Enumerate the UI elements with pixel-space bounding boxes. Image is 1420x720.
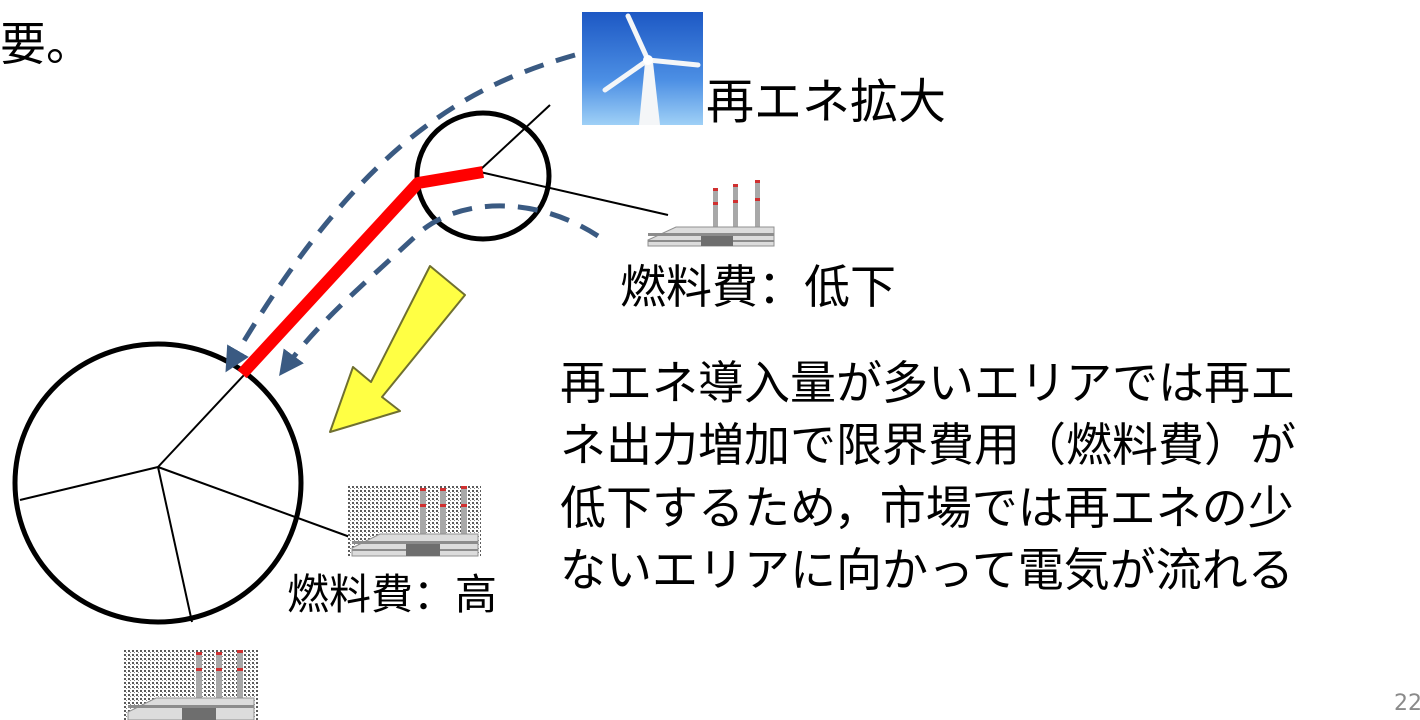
explanation-line: ネ出力増加で限界費用（燃料費）が <box>560 418 1296 473</box>
renewable-expansion-label: 再エネ拡大 <box>706 74 947 130</box>
fuel-cost-low-label: 燃料費：低下 <box>620 260 896 314</box>
low-renewable-area-circle <box>12 341 304 625</box>
explanation-line: 低下するため，市場では再エネの少 <box>560 480 1294 535</box>
power-plant-icon <box>647 180 775 247</box>
slide-text-fragment: 要。 <box>0 17 92 71</box>
large-area-line-right <box>157 466 351 538</box>
large-area-line-bottom <box>157 466 193 623</box>
large-area-line-left <box>19 466 159 501</box>
renewable-area-circle <box>414 110 552 242</box>
interconnector-line <box>237 166 485 379</box>
explanation-line: 再エネ導入量が多いエリアでは再エ <box>560 356 1296 410</box>
page-number: 22 <box>1394 691 1420 716</box>
wind-turbine-icon <box>582 12 703 125</box>
power-plant-icon <box>124 650 258 720</box>
power-flow-arrow <box>329 265 466 433</box>
explanation-text: 再エネ導入量が多いエリアでは再エ ネ出力増加で限界費用（燃料費）が 低下するため… <box>560 352 1296 601</box>
small-area-line-to-plant <box>479 171 669 216</box>
power-plant-icon <box>348 486 481 557</box>
large-area-line-upper <box>157 374 245 468</box>
fuel-cost-high-label: 燃料費：高 <box>287 570 498 619</box>
dashed-flow-outer <box>225 52 576 373</box>
grid-lines <box>19 104 669 623</box>
dashed-flow-inner <box>279 203 600 377</box>
small-area-line-to-turbine <box>479 104 551 171</box>
explanation-line: ないエリアに向かって電気が流れる <box>560 542 1294 597</box>
